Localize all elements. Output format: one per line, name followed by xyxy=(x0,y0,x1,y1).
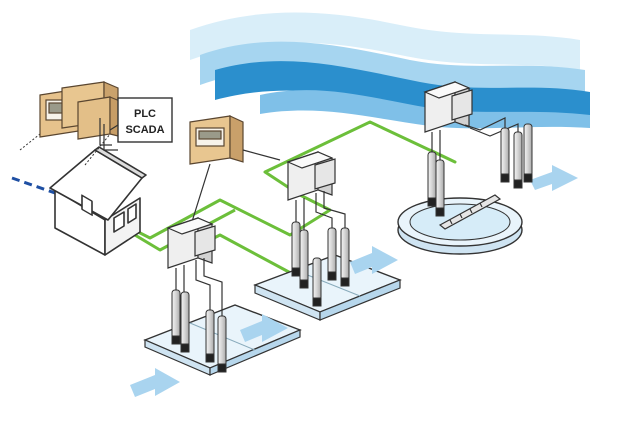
flow-arrows xyxy=(130,165,578,397)
sensor-probe-icon xyxy=(513,131,523,189)
plc-label: PLC xyxy=(134,108,156,120)
flow-arrow-icon xyxy=(130,368,180,397)
sensor-probe-icon xyxy=(217,315,227,373)
plc-scada-label: PLC SCADA xyxy=(109,97,173,143)
field-transmitter-1 xyxy=(166,217,223,316)
sensor-probe-icon xyxy=(312,257,322,307)
controller-stack xyxy=(39,81,123,151)
flow-arrow-icon xyxy=(240,314,288,342)
clarifier-bridge xyxy=(438,194,502,230)
sensor-probe-icon xyxy=(205,309,215,363)
field-transmitter-2 xyxy=(286,151,346,230)
sensor-probe-icon xyxy=(299,229,309,289)
field-transmitter-3 xyxy=(423,81,519,160)
river-waves xyxy=(190,12,590,129)
sensor-probe-icon xyxy=(180,291,190,353)
sensor-probe-icon xyxy=(291,221,301,277)
handheld-controller-icon xyxy=(189,115,281,229)
sensor-probe-icon xyxy=(327,227,337,281)
incoming-dashed-line xyxy=(11,176,56,195)
flow-arrow-icon xyxy=(530,165,578,191)
flow-arrow-icon xyxy=(350,246,398,274)
circular-clarifier xyxy=(397,194,523,255)
building-icon xyxy=(49,146,147,256)
sensor-probe-icon xyxy=(427,151,437,207)
network-lines xyxy=(94,120,457,280)
sensor-probe-icon xyxy=(523,123,533,183)
sensor-probe-icon xyxy=(435,159,445,217)
sensor-probe-icon xyxy=(500,127,510,183)
sensor-probes xyxy=(171,123,533,373)
sensor-probe-icon xyxy=(171,289,181,345)
sensor-probe-icon xyxy=(340,227,350,287)
scada-label: SCADA xyxy=(125,124,164,136)
